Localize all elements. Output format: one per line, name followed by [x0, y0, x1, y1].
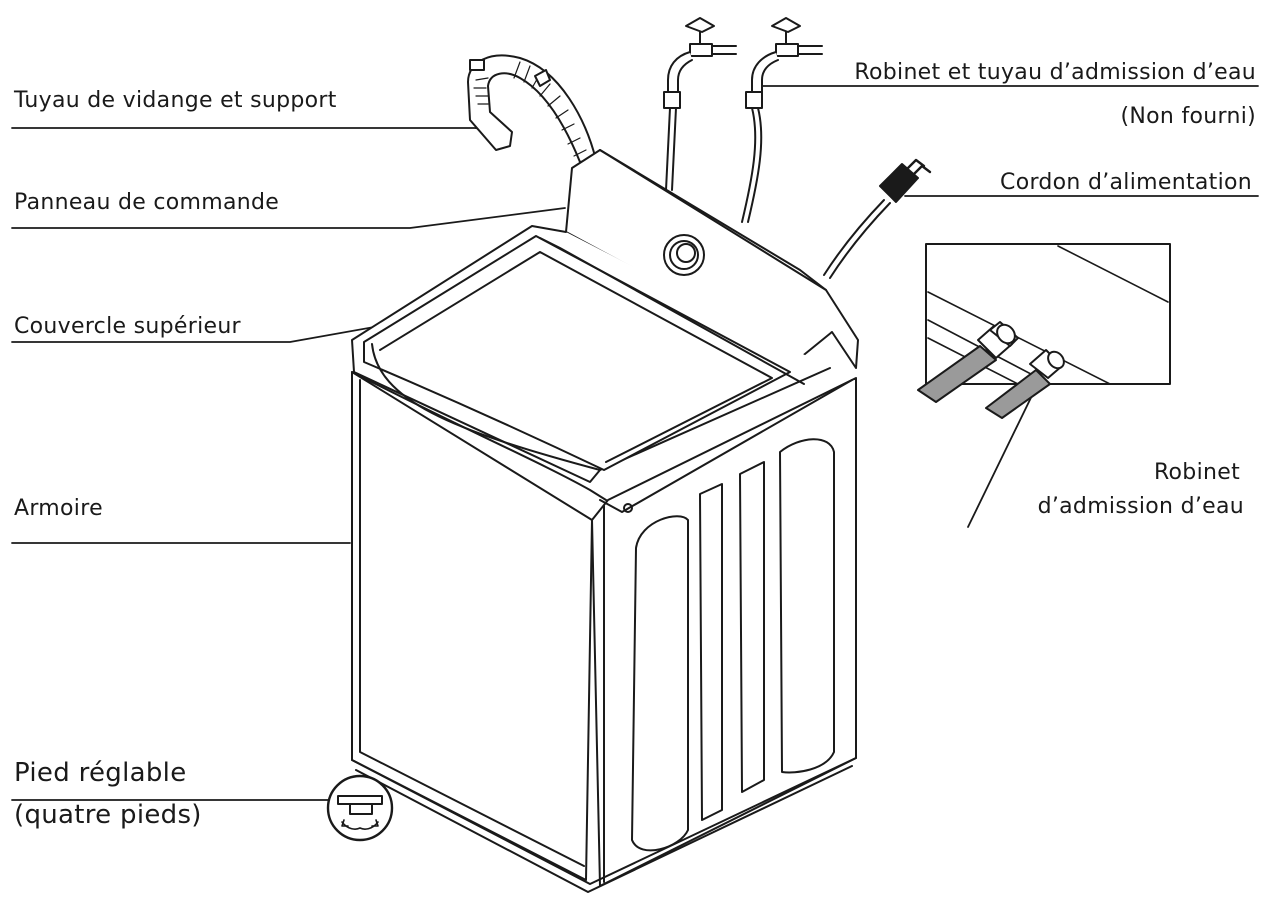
- label-inlet-valve-line1: Robinet: [1153, 460, 1240, 485]
- label-foot-line2: (quatre pieds): [14, 800, 202, 830]
- leader-inlet-valve: [967, 374, 1043, 528]
- label-inlet-hose-line1: Robinet et tuyau d’admission d’eau: [854, 60, 1256, 85]
- label-top-lid: Couvercle supérieur: [14, 314, 241, 339]
- label-cabinet: Armoire: [14, 496, 103, 521]
- adjustable-foot-icon: [326, 774, 394, 842]
- water-tap-icon: [663, 17, 823, 223]
- label-control-panel: Panneau de commande: [14, 190, 280, 215]
- leader-control-panel: [11, 207, 566, 229]
- washer-body: [351, 149, 859, 893]
- label-drain-hose: Tuyau de vidange et support: [14, 88, 337, 113]
- label-foot-line1: Pied réglable: [14, 758, 187, 788]
- power-plug-icon: [823, 158, 932, 279]
- inlet-valve-detail: [917, 243, 1171, 419]
- label-inlet-hose-line2: (Non fourni): [1120, 104, 1256, 129]
- drain-hose: [467, 54, 597, 163]
- leader-drain-hose: [11, 127, 491, 131]
- label-power-cord: Cordon d’alimentation: [1000, 170, 1252, 195]
- label-inlet-valve-line2: d’admission d’eau: [1037, 494, 1244, 519]
